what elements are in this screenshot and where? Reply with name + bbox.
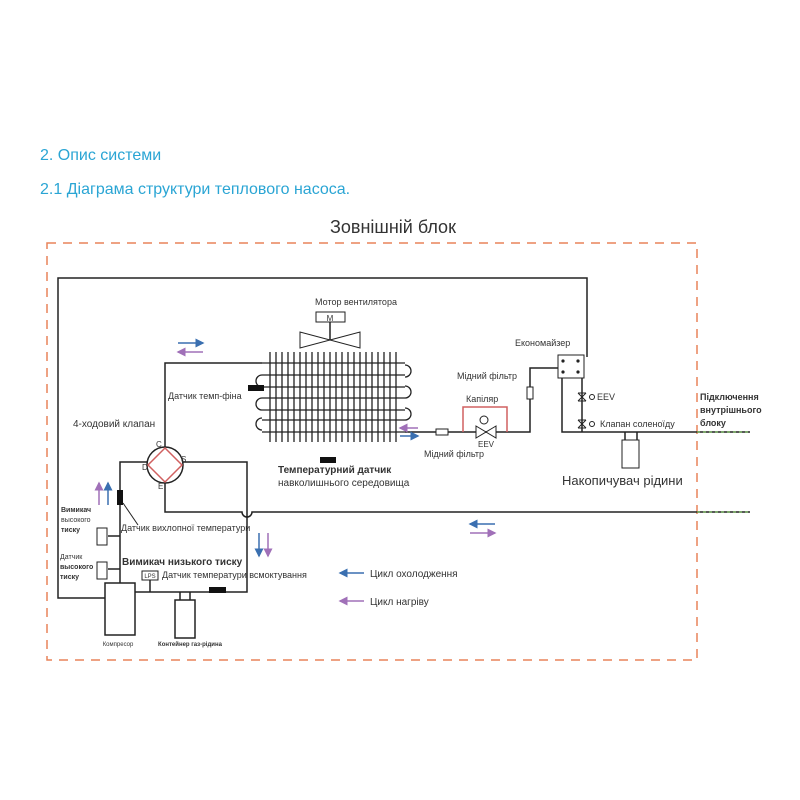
eco-eev-icon <box>577 392 587 402</box>
hp-switch-label-2: высокого <box>61 517 91 524</box>
suction-sensor-icon <box>209 587 226 593</box>
legend-cooling-label: Цикл охолодження <box>370 569 458 580</box>
copper-filter-label-2: Мідний фільтр <box>457 371 517 381</box>
indoor-connection-label-2: внутрішнього <box>700 405 762 415</box>
capillary-label: Капіляр <box>466 394 498 404</box>
gas-liquid-container-label: Контейнер газ-рідина <box>158 641 223 648</box>
ambient-sensor-label: Температурний датчик <box>278 465 392 476</box>
eev-valve-icon <box>475 425 497 439</box>
hp-switch-icon <box>96 527 108 546</box>
hp-switch-label: Вимикач <box>61 507 91 514</box>
copper-filter-icon <box>435 428 449 436</box>
compressor-icon <box>104 582 136 636</box>
capillary-tube <box>462 406 508 432</box>
port-s: S <box>181 455 186 464</box>
fin-sensor-label: Датчик темп-фіна <box>168 391 242 401</box>
diagram-title: Зовнішній блок <box>330 217 456 237</box>
ambient-sensor-icon <box>320 457 336 463</box>
copper-filter-icon-2 <box>526 386 534 400</box>
port-e: E <box>158 482 163 491</box>
solenoid-valve-label: Клапан соленоїду <box>600 419 675 429</box>
eev-main-label: EEV <box>478 440 495 449</box>
port-d: D <box>142 463 148 472</box>
flow-arrows <box>94 338 497 558</box>
discharge-sensor-icon <box>117 490 123 505</box>
hp-sensor-label: Датчик <box>60 554 83 561</box>
fan-icon <box>299 331 361 349</box>
liquid-receiver-label: Накопичувач рідини <box>562 473 683 488</box>
four-way-valve-icon <box>146 446 184 484</box>
section-heading: 2. Опис системи <box>40 147 162 164</box>
ambient-sensor-label-2: навколишнього середовища <box>278 478 410 489</box>
fin-sensor-icon <box>248 385 264 391</box>
lp-switch-label: Вимикач низького тиску <box>122 557 243 568</box>
motor-letter: M <box>327 314 334 323</box>
indoor-connection-lines <box>697 431 750 513</box>
piping <box>57 277 750 600</box>
legend-heating-label: Цикл нагріву <box>370 597 429 608</box>
hp-sensor-icon <box>96 561 108 580</box>
fan-motor-icon <box>315 311 346 323</box>
fan-motor-label: Мотор вентилятора <box>315 297 397 307</box>
condenser-coil <box>255 352 412 442</box>
four-way-valve-label: 4-ходовий клапан <box>73 419 155 430</box>
lps-icon <box>141 570 159 581</box>
liquid-receiver-icon <box>621 439 640 469</box>
outdoor-unit-boundary <box>46 242 698 661</box>
port-c: C <box>156 440 162 449</box>
gas-liquid-container-icon <box>174 599 196 639</box>
hp-sensor-label-3: тиску <box>60 574 79 581</box>
economizer-icon <box>557 354 585 379</box>
solenoid-valve-icon <box>577 419 587 429</box>
compressor-label: Компресор <box>103 642 134 648</box>
subsection-heading: 2.1 Діаграма структури теплового насоса. <box>40 181 351 198</box>
copper-filter-label: Мідний фільтр <box>424 449 484 459</box>
hp-switch-label-3: тиску <box>61 527 80 534</box>
eco-eev-label: EEV <box>597 392 615 402</box>
indoor-connection-label-3: блоку <box>700 418 726 428</box>
economizer-label: Економайзер <box>515 338 570 348</box>
indoor-connection-label: Підключення <box>700 392 759 402</box>
hp-sensor-label-2: высокого <box>60 564 93 571</box>
suction-sensor-label: Датчик температури всмоктування <box>162 570 307 580</box>
discharge-sensor-label: Датчик вихлопної температури <box>121 523 250 533</box>
lps-label: LPS <box>144 574 155 580</box>
